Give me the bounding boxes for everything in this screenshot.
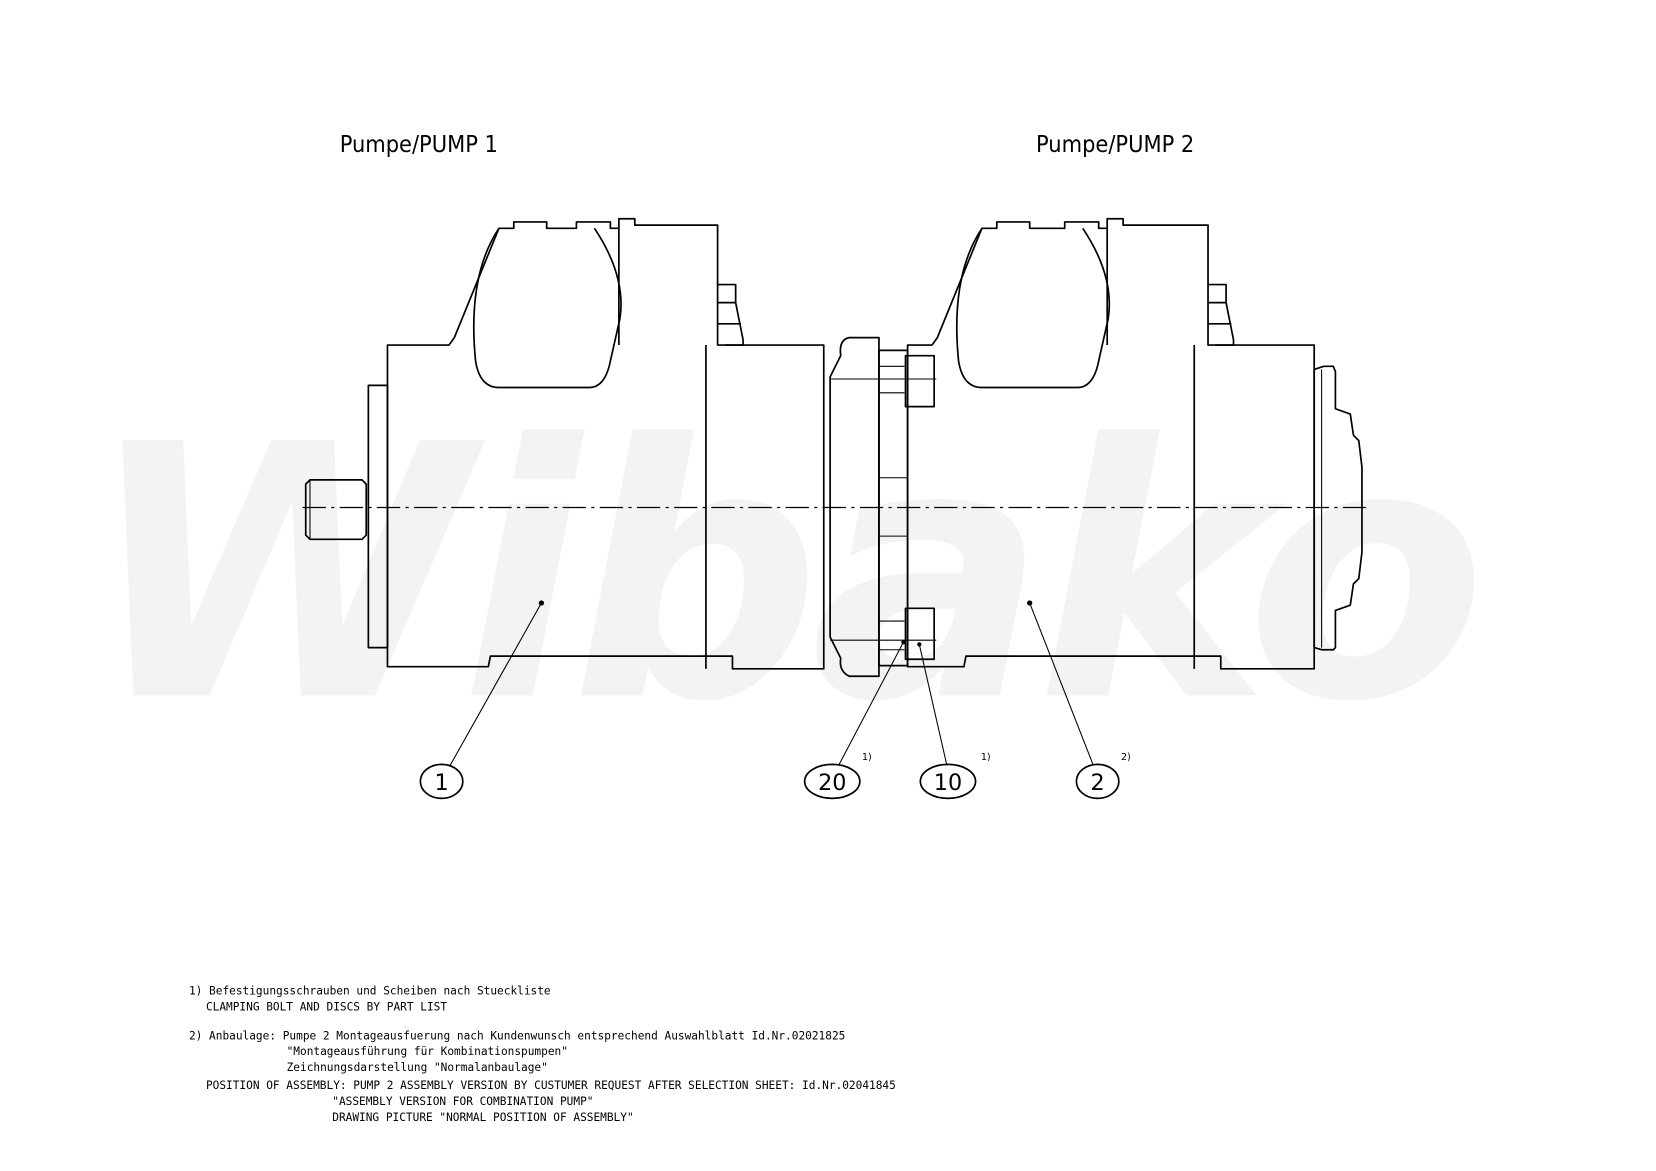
callout-10: 10 1) <box>919 752 991 800</box>
bolt-head-top <box>904 354 936 408</box>
svg-text:2: 2 <box>1091 770 1105 796</box>
pump2-end-cover <box>1313 365 1363 651</box>
svg-text:20: 20 <box>818 770 846 796</box>
callout-2: 2 2) <box>1075 752 1131 800</box>
svg-text:10: 10 <box>934 770 962 796</box>
watermark: Wibako <box>85 370 1476 778</box>
note-2-de: 2) Anbaulage: Pumpe 2 Montageausfuerung … <box>189 1029 845 1042</box>
pump2-title: Pumpe/PUMP 2 <box>1036 130 1194 158</box>
pump1 <box>304 217 825 670</box>
pump2 <box>906 217 1363 670</box>
notes: 1) Befestigungsschrauben und Scheiben na… <box>189 985 896 1124</box>
note-2-en-line2: "ASSEMBLY VERSION FOR COMBINATION PUMP" <box>332 1095 593 1108</box>
svg-text:1: 1 <box>435 770 449 796</box>
svg-text:2): 2) <box>1121 752 1131 763</box>
note-1-de: 1) Befestigungsschrauben und Scheiben na… <box>189 985 551 998</box>
pump1-port <box>472 227 622 389</box>
pump1-body <box>386 217 825 670</box>
pump2-port <box>955 227 1111 389</box>
pump1-title: Pumpe/PUMP 1 <box>340 130 498 158</box>
pump1-shaft <box>304 479 368 541</box>
leader-lines <box>449 600 1094 766</box>
note-2-de-line3: Zeichnungsdarstellung "Normalanbaulage" <box>287 1061 548 1074</box>
note-2-en-line3: DRAWING PICTURE "NORMAL POSITION OF ASSE… <box>332 1111 633 1124</box>
note-2-en: POSITION OF ASSEMBLY: PUMP 2 ASSEMBLY VE… <box>206 1079 896 1092</box>
pump2-body <box>906 217 1316 670</box>
note-1-en: CLAMPING BOLT AND DISCS BY PART LIST <box>206 1001 447 1014</box>
svg-text:1): 1) <box>981 752 991 763</box>
note-2-de-line2: "Montageausführung für Kombinationspumpe… <box>287 1045 568 1058</box>
callout-1: 1 <box>419 763 464 800</box>
callout-20: 20 1) <box>803 752 872 800</box>
bolt-head-bottom <box>904 607 936 661</box>
svg-text:1): 1) <box>862 752 872 763</box>
